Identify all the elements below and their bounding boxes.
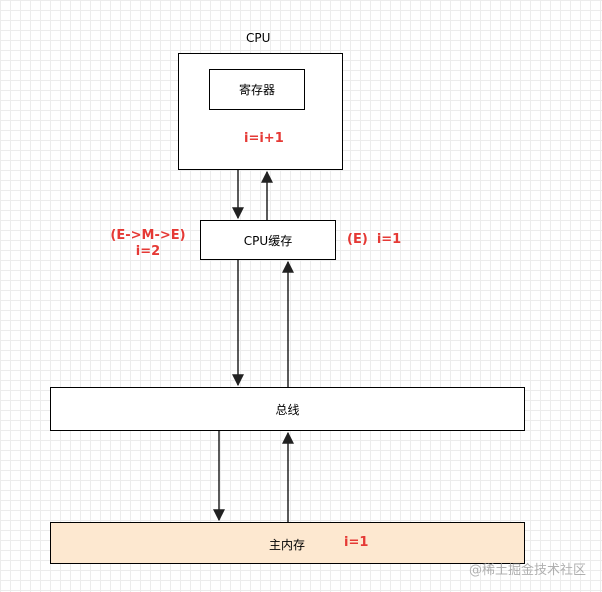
- bus-label: 总线: [275, 402, 300, 417]
- register-box: 寄存器: [209, 69, 305, 110]
- watermark: @稀土掘金技术社区: [468, 563, 586, 578]
- register-label: 寄存器: [238, 83, 275, 97]
- main-memory-value: i=1: [344, 535, 369, 550]
- cache-left-state-line2: i=2: [135, 244, 161, 259]
- cpu-title: CPU: [246, 31, 271, 45]
- cpu-cache-label: CPU缓存: [243, 233, 293, 248]
- cpu-operation: i=i+1: [244, 131, 284, 146]
- cache-right-state: (E) i=1: [347, 232, 402, 247]
- cpu-box: [178, 53, 343, 170]
- main-memory-box: 主内存 i=1: [50, 522, 525, 564]
- cpu-cache-box: CPU缓存: [200, 220, 336, 260]
- cache-left-state-line1: (E->M->E): [110, 228, 186, 243]
- main-memory-label: 主内存: [269, 538, 306, 552]
- cache-left-state: (E->M->E) i=2: [106, 228, 190, 260]
- bus-box: 总线: [50, 387, 525, 431]
